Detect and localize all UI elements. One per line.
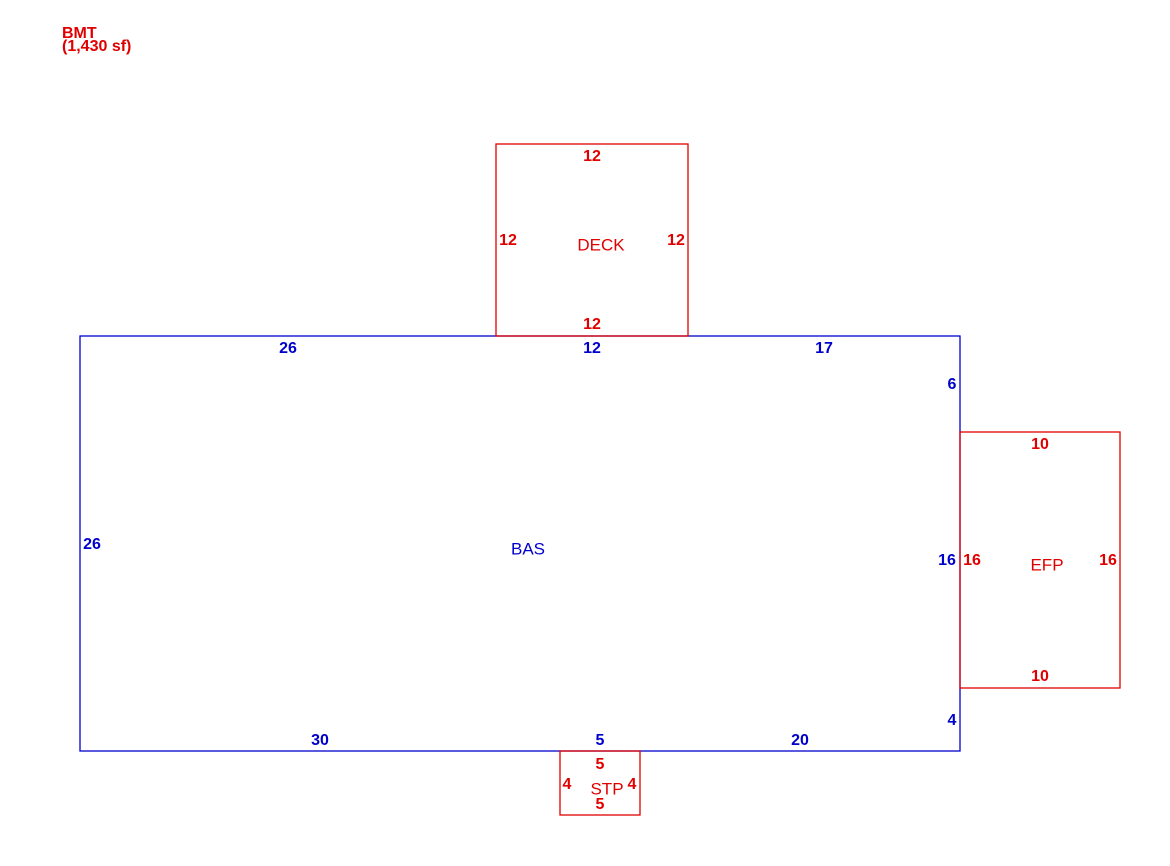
stp-right-dim: 4 [628, 776, 637, 793]
bas-bottom-left-dim: 30 [311, 732, 329, 749]
deck-name: DECK [577, 235, 625, 254]
bas-bottom-right-dim: 20 [791, 732, 809, 749]
stp-left-dim: 4 [563, 776, 572, 793]
deck-bottom-dim: 12 [583, 316, 601, 333]
bas-bottom-mid-dim: 5 [596, 732, 605, 749]
bas-top-mid-dim: 12 [583, 340, 601, 357]
stp-name: STP [590, 779, 623, 798]
efp-name: EFP [1030, 555, 1063, 574]
stp-outline [559, 750, 641, 816]
bas-right-lower-dim: 4 [948, 712, 957, 729]
stp-top-dim: 5 [596, 756, 605, 773]
deck-top-dim: 12 [583, 148, 601, 165]
header-area: (1,430 sf) [62, 38, 131, 55]
bas-top-right-dim: 17 [815, 340, 833, 357]
bas-name: BAS [511, 539, 545, 558]
stp-bottom-dim: 5 [596, 796, 605, 813]
bas-right-upper-dim: 6 [948, 376, 957, 393]
efp-top-dim: 10 [1031, 436, 1049, 453]
bas-right-mid-dim: 16 [938, 552, 956, 569]
deck-outline [495, 143, 689, 337]
deck-right-dim: 12 [667, 232, 685, 249]
efp-bottom-dim: 10 [1031, 668, 1049, 685]
deck-left-dim: 12 [499, 232, 517, 249]
efp-outline [959, 431, 1121, 689]
efp-left-dim: 16 [963, 552, 981, 569]
bas-top-left-dim: 26 [279, 340, 297, 357]
efp-right-dim: 16 [1099, 552, 1117, 569]
bas-left-dim: 26 [83, 536, 101, 553]
header-label: BMT [62, 25, 97, 42]
